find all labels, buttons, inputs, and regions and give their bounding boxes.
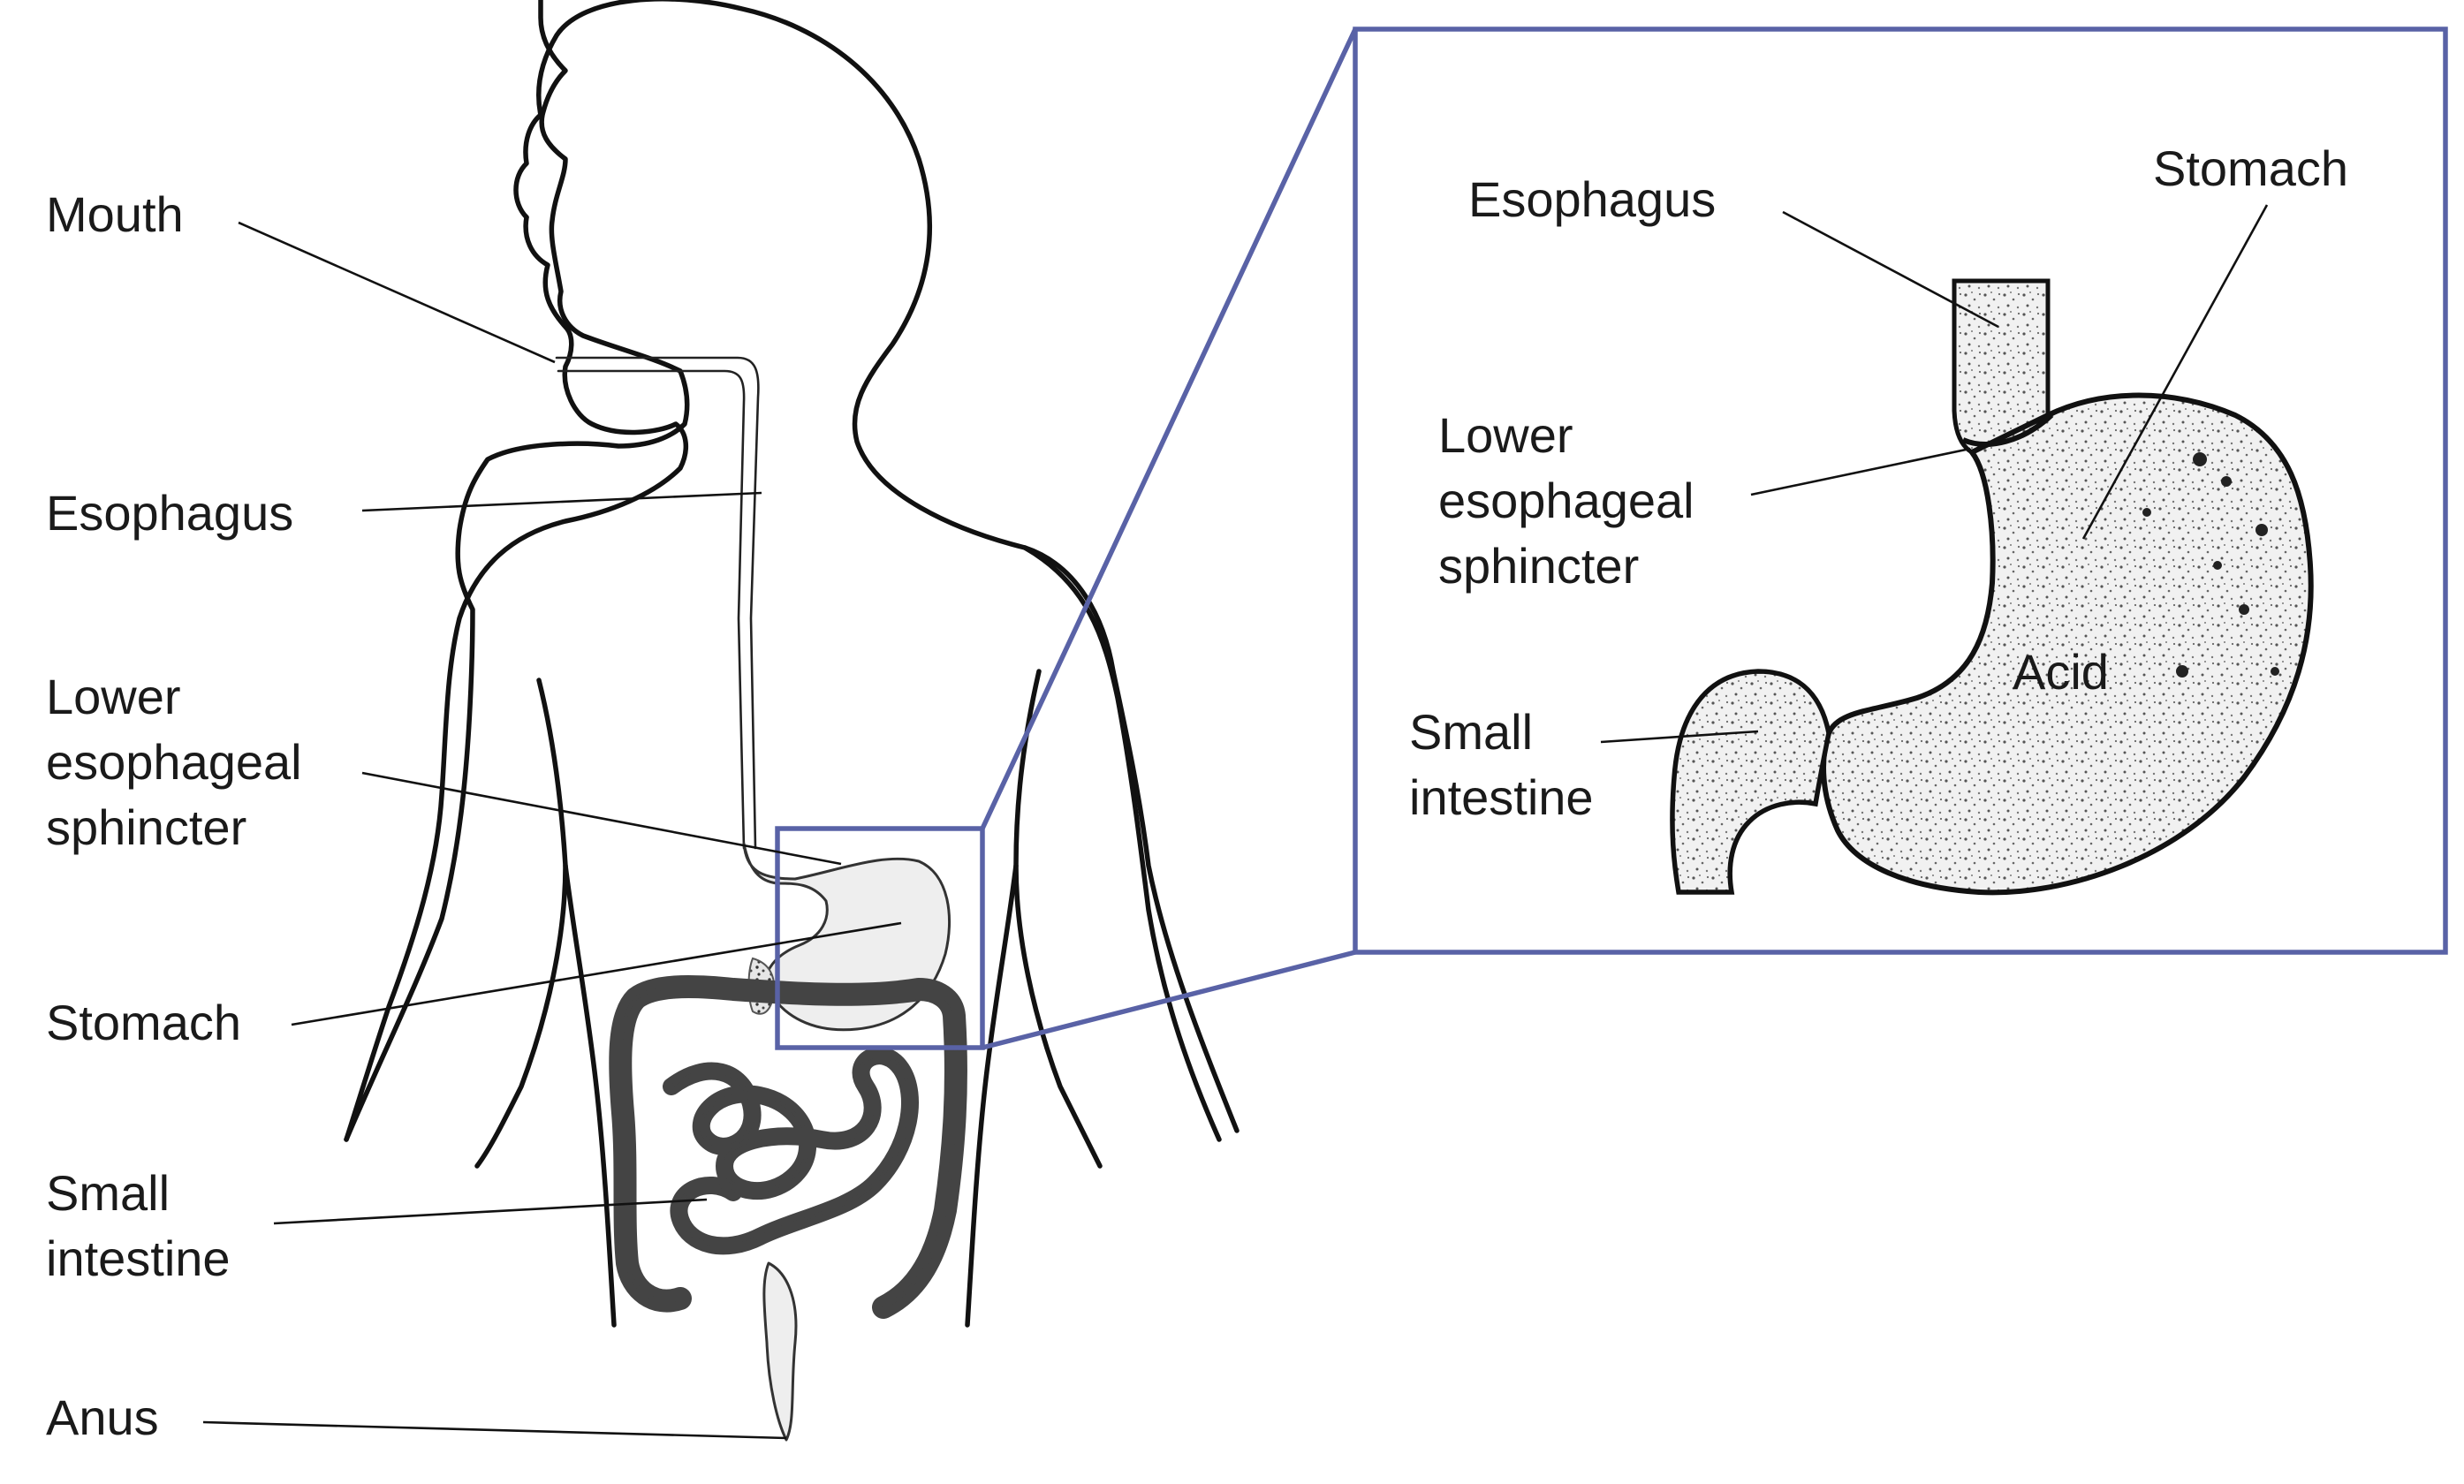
inset-label-les-line3: sphincter [1438,538,1639,594]
label-les-line3: sphincter [46,799,246,855]
label-small-intestine-line2: intestine [46,1230,231,1286]
torso-right-side [965,863,1019,1328]
label-les-line2: esophageal [46,734,302,790]
inset-label-stomach: Stomach [2153,140,2348,196]
zoom-connector-bottom [982,950,1356,1050]
body-leader-lines [202,221,902,1440]
label-esophagus: Esophagus [46,485,293,541]
inset-leader-stomach [2081,204,2269,540]
esophagus-tube [555,356,760,850]
face-profile [344,215,688,1142]
body-labels: Mouth Esophagus Lower esophageal sphinct… [46,186,302,1445]
inset-stomach-illustration [1670,278,2314,896]
leader-small-intestine [273,1198,708,1225]
inset-label-les-line2: esophageal [1438,473,1694,528]
acid-spots [2142,452,2279,678]
inset-label-acid: Acid [2013,644,2109,700]
leader-stomach [291,921,902,1026]
label-small-intestine-line1: Small [46,1165,170,1221]
inset-frame [1353,26,2448,955]
body-silhouette [344,0,690,1142]
label-les-line1: Lower [46,669,181,724]
inset-label-les-line1: Lower [1438,407,1573,463]
inset-labels: Esophagus Stomach Lower esophageal sphin… [1409,140,2348,825]
head-crown [513,0,1240,1133]
inset-small-intestine [1670,669,1831,895]
left-arm-inner [474,678,568,1169]
inset-label-small-intestine-line2: intestine [1409,769,1594,825]
leader-anus [202,1420,787,1440]
inset-esophagus-tube [1952,278,2051,455]
inset-leader-lines [1600,204,2269,744]
leader-mouth [238,221,556,364]
rectum-shape [762,1261,798,1442]
zoom-connector-top [980,27,1358,830]
inset-leader-small-intestine [1600,730,1759,744]
inset-label-esophagus: Esophagus [1468,171,1716,227]
right-arm-inner [1013,669,1103,1169]
inset-leader-esophagus [1782,210,1999,329]
inset-leader-les [1750,447,1971,496]
inset-label-small-intestine-line1: Small [1409,704,1533,760]
label-stomach: Stomach [46,995,241,1050]
right-arm-outer [1022,545,1222,1142]
leader-esophagus [361,491,762,512]
zoom-box [775,826,985,1050]
torso-left-side [563,863,617,1328]
leader-les [361,771,842,866]
label-anus: Anus [46,1389,159,1445]
intestines [609,975,967,1442]
body-outline [344,0,1240,1328]
label-mouth: Mouth [46,186,184,242]
inset-sphincter-ring [1961,413,2054,447]
inset-stomach-body [1821,392,2314,896]
